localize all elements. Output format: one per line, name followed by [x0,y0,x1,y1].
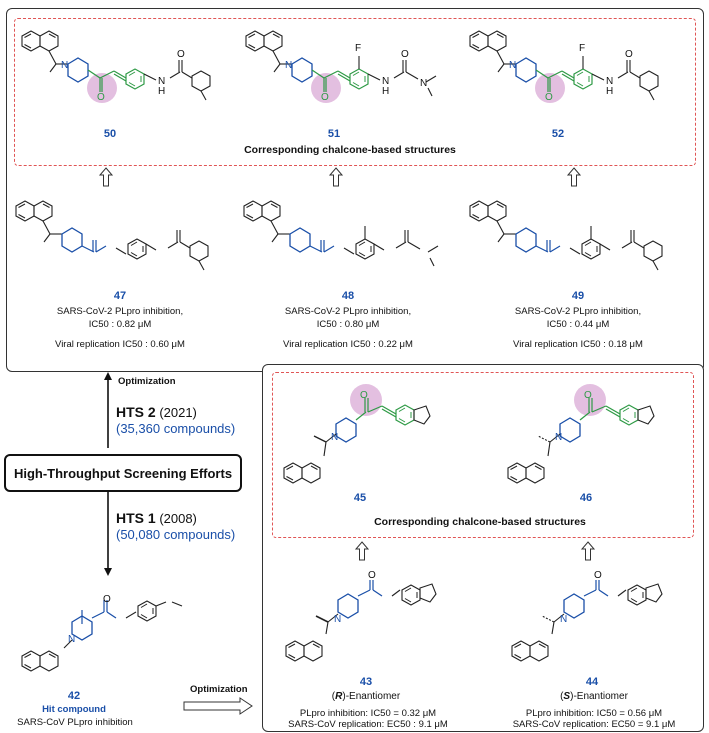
compound-44-enantiomer-rest: -Enantiomer [573,691,628,702]
compound-48-line1: SARS-CoV-2 PLpro inhibition, [284,306,412,317]
up-arrow-icon-4 [355,541,369,561]
up-arrow-icon-3 [567,167,581,187]
top-panel [6,8,704,372]
compound-44-enantiomer: (S)-Enantiomer [560,691,628,702]
chalcone-50-structure [21,30,211,103]
compound-43-line2: SARS-CoV replication: EC50 : 9.1 μM [288,719,448,730]
hts1-year: (2008) [159,511,197,526]
hts2-count: (35,360 compounds) [116,421,236,436]
atom-N-52b: N [606,76,614,87]
atom-O-51b: O [401,49,409,60]
atom-O-46: O [584,390,592,401]
compound-47-line1: SARS-CoV-2 PLpro inhibition, [56,306,184,317]
atom-O-52: O [545,92,553,103]
atom-O-43: O [368,570,376,581]
top-chalcone-heading: Corresponding chalcone-based structures [244,144,456,156]
up-arrow-icon-5 [581,541,595,561]
down-arrow-icon [104,490,112,576]
compound-44-line1: PLpro inhibition: IC50 = 0.56 μM [525,708,663,719]
atom-N-46: N [555,432,563,443]
atom-O-42: O [103,594,111,605]
compound-43-enantiomer-letter: R [335,691,343,702]
compound-49-id: 49 [571,290,585,302]
atom-O-50b: O [177,49,185,60]
compound-51-id: 51 [327,128,341,140]
compound-50-id: 50 [103,128,117,140]
hts2-block: HTS 2 (2021) (35,360 compounds) [116,404,235,436]
compound-48-ic50: IC50 : 0.80 μM [316,319,380,330]
compound-49-structure [469,200,663,271]
compound-43-enantiomer-rest: -Enantiomer [345,691,401,702]
atom-N-50a: N [61,60,69,71]
up-arrow-icon-2 [329,167,343,187]
chalcone-45-structure [283,384,431,484]
up-arrow-icon-1 [99,167,113,187]
bottom-chalcone-heading: Corresponding chalcone-based structures [374,516,586,528]
atom-N-44: N [560,614,568,625]
compound-43-structure [285,580,437,662]
compound-45-id: 45 [353,492,367,504]
chalcone-52-structure [469,30,659,103]
central-label-box: High-Throughput Screening Efforts [4,454,242,492]
optimization-up-label: Optimization [118,376,176,387]
compound-49-viral: Viral replication IC50 : 0.18 μM [513,339,643,350]
up-arrow-line-icon [104,372,112,448]
atom-O-50: O [97,92,105,103]
compound-42-structure [21,600,183,672]
atom-O-52b: O [625,49,633,60]
optimization-right-label: Optimization [190,684,248,695]
compound-49-line1: SARS-CoV-2 PLpro inhibition, [514,306,642,317]
compound-42-id: 42 [67,690,81,702]
compound-48-structure [243,200,439,267]
compound-49-ic50: IC50 : 0.44 μM [546,319,610,330]
compound-43-line1: PLpro inhibition: IC50 = 0.32 μM [299,708,437,719]
atom-H-52: H [606,86,614,97]
hts2-year: (2021) [159,405,197,420]
compound-48-id: 48 [341,290,355,302]
hit-line1: SARS-CoV PLpro inhibition [17,717,133,728]
atom-H-50: H [158,86,166,97]
compound-47-viral: Viral replication IC50 : 0.60 μM [55,339,185,350]
central-label: High-Throughput Screening Efforts [13,465,233,481]
hts2-name: HTS 2 [116,404,156,420]
atom-H-51: H [382,86,390,97]
atom-N-50b: N [158,76,166,87]
compound-44-enantiomer-letter: S [563,691,571,702]
hit-compound-label: Hit compound [42,704,106,715]
compound-52-id: 52 [551,128,565,140]
hts1-name: HTS 1 [116,510,156,526]
compound-43-enantiomer: (R)-Enantiomer [331,691,401,702]
compound-48-viral: Viral replication IC50 : 0.22 μM [283,339,413,350]
atom-N-42: N [68,634,76,645]
compound-47-id: 47 [113,290,127,302]
atom-O-44: O [594,570,602,581]
atom-N-52a: N [509,60,517,71]
compound-46-id: 46 [579,492,593,504]
compound-44-id: 44 [585,676,599,688]
atom-N-51c: N [420,78,428,89]
compound-44-structure [511,580,663,662]
atom-O-51: O [321,92,329,103]
hts1-count: (50,080 compounds) [116,527,236,542]
atom-N-43: N [334,614,342,625]
atom-N-45: N [331,432,339,443]
chalcone-51-structure [245,30,437,103]
top-chalcone-box [14,18,696,166]
atom-F-51: F [355,43,362,54]
bottom-chalcone-box [272,372,694,538]
compound-47-structure [15,200,209,271]
right-arrow-icon [183,697,253,715]
atom-O-45: O [360,390,368,401]
hts1-block: HTS 1 (2008) (50,080 compounds) [116,510,235,542]
compound-43-id: 43 [359,676,373,688]
atom-N-51a: N [285,60,293,71]
chalcone-46-structure [507,384,655,484]
compound-47-ic50: IC50 : 0.82 μM [88,319,152,330]
atom-F-52: F [579,43,586,54]
compound-44-line2: SARS-CoV replication: EC50 = 9.1 μM [512,719,676,730]
atom-N-51b: N [382,76,390,87]
